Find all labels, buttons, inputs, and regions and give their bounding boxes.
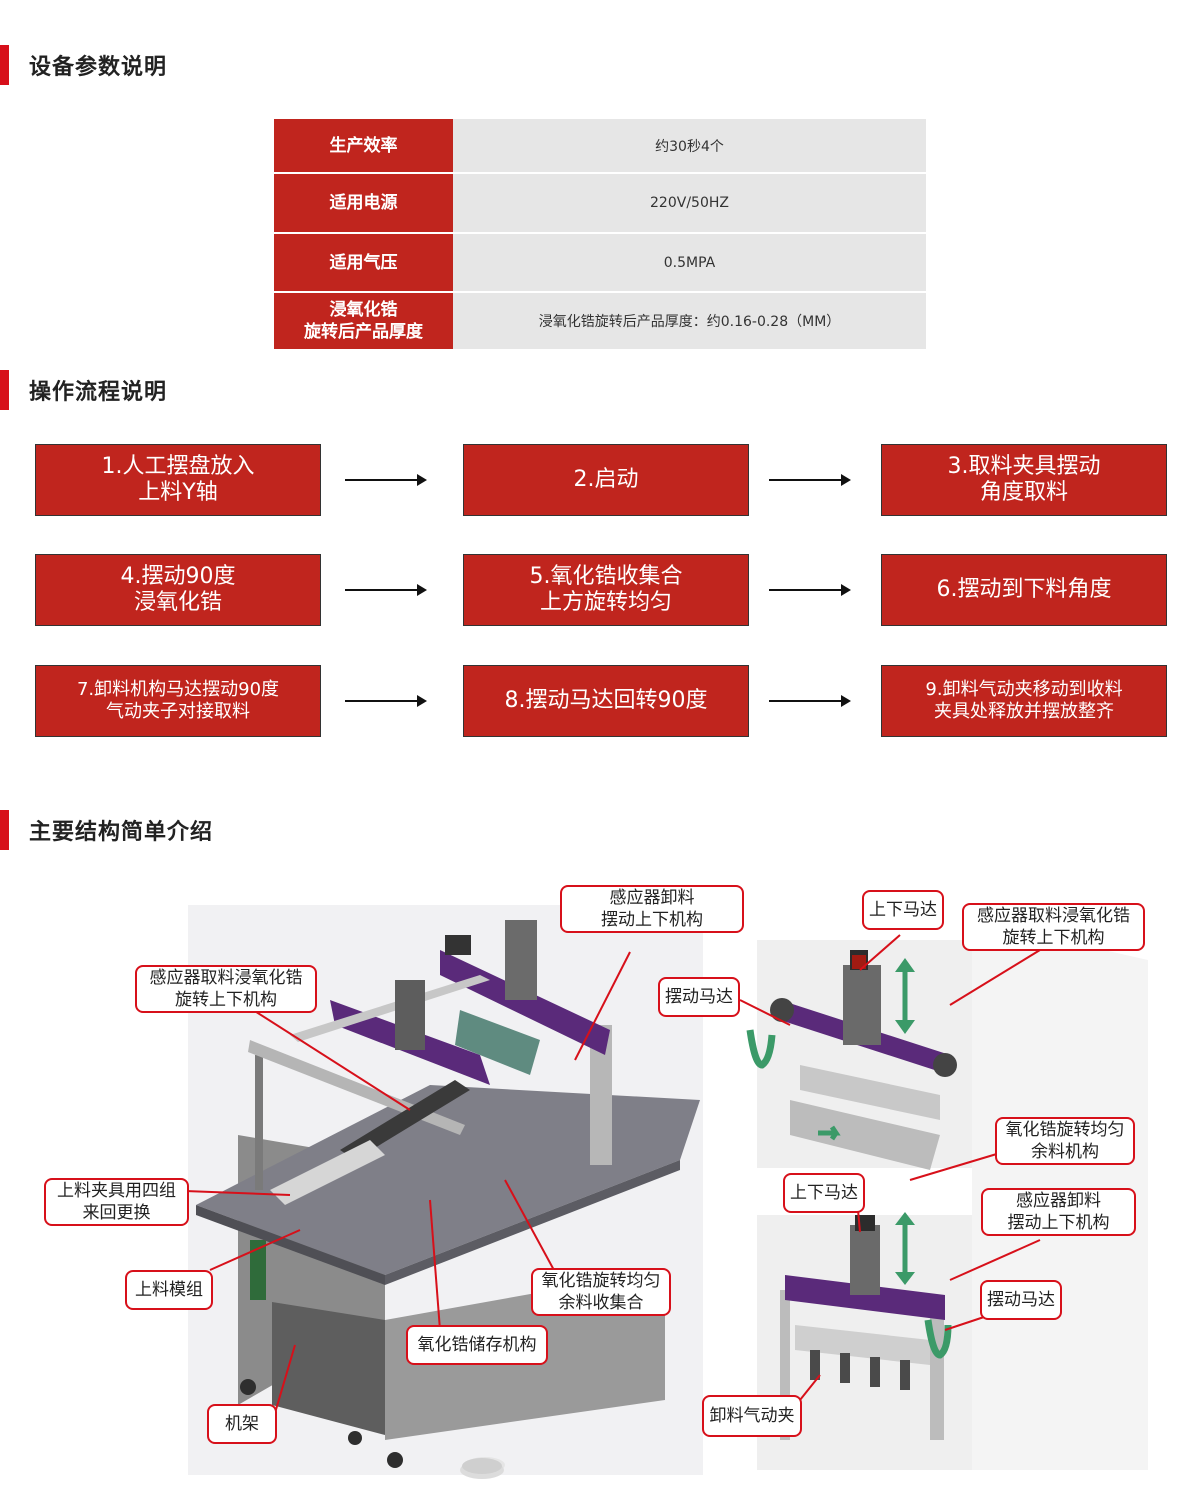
flow-step-5: 5.氧化锆收集合 上方旋转均匀: [463, 554, 749, 626]
spec-value: 0.5MPA: [453, 234, 926, 291]
section-title-text: 主要结构简单介绍: [29, 820, 214, 845]
flow-step-4: 4.摆动90度 浸氧化锆: [35, 554, 321, 626]
spec-row: 适用气压 0.5MPA: [274, 234, 926, 291]
flow-step-7: 7.卸料机构马达摆动90度 气动夹子对接取料: [35, 665, 321, 737]
flow-step-6: 6.摆动到下料角度: [881, 554, 1167, 626]
spec-key: 生产效率: [274, 119, 453, 172]
arrow-right-icon: [769, 695, 851, 707]
callout-r-zirconia-rotate: 氧化锆旋转均匀 余料机构: [995, 1117, 1135, 1165]
section-title-text: 操作流程说明: [29, 380, 168, 405]
callout-r-swing-motor: 摆动马达: [658, 977, 740, 1017]
callout-r-updown-motor: 上下马达: [862, 890, 944, 930]
callout-sensor-pick-dip: 感应器取料浸氧化锆 旋转上下机构: [135, 965, 317, 1013]
flow-step-2: 2.启动: [463, 444, 749, 516]
spec-value: 约30秒4个: [453, 119, 926, 172]
arrow-right-icon: [769, 584, 851, 596]
callout-r-sensor-pick-dip: 感应器取料浸氧化锆 旋转上下机构: [962, 903, 1145, 951]
spec-row: 生产效率 约30秒4个: [274, 119, 926, 172]
callout-r2-unload-clamp: 卸料气动夹: [702, 1395, 802, 1437]
spec-key: 浸氧化锆 旋转后产品厚度: [274, 293, 453, 349]
spec-key: 适用气压: [274, 234, 453, 291]
section-marker: [0, 370, 9, 410]
machine-illustration: [184, 905, 1148, 1479]
callout-load-fixture: 上料夹具用四组 来回更换: [44, 1178, 189, 1226]
callout-load-module: 上料模组: [125, 1270, 213, 1310]
spec-row: 浸氧化锆 旋转后产品厚度 浸氧化锆旋转后产品厚度：约0.16-0.28（MM）: [274, 293, 926, 349]
section-title-text: 设备参数说明: [29, 55, 168, 80]
section-marker: [0, 810, 9, 850]
section-title-structure: 主要结构简单介绍: [0, 810, 213, 850]
section-marker: [0, 45, 9, 85]
spec-key: 适用电源: [274, 174, 453, 232]
spec-table: 生产效率 约30秒4个 适用电源 220V/50HZ 适用气压 0.5MPA 浸…: [274, 119, 926, 349]
flow-step-3: 3.取料夹具摆动 角度取料: [881, 444, 1167, 516]
callout-sensor-unload-swing: 感应器卸料 摆动上下机构: [560, 885, 744, 933]
spec-row: 适用电源 220V/50HZ: [274, 174, 926, 232]
flow-step-1: 1.人工摆盘放入 上料Y轴: [35, 444, 321, 516]
arrow-right-icon: [345, 584, 427, 596]
callout-zirconia-storage: 氧化锆储存机构: [406, 1325, 548, 1365]
arrow-right-icon: [769, 474, 851, 486]
spec-value: 220V/50HZ: [453, 174, 926, 232]
flow-step-9: 9.卸料气动夹移动到收料 夹具处释放并摆放整齐: [881, 665, 1167, 737]
arrow-right-icon: [345, 695, 427, 707]
section-title-params: 设备参数说明: [0, 45, 167, 85]
flow-step-8: 8.摆动马达回转90度: [463, 665, 749, 737]
callout-r2-sensor-unload: 感应器卸料 摆动上下机构: [981, 1188, 1136, 1236]
callout-frame: 机架: [207, 1404, 277, 1444]
callout-r2-swing-motor: 摆动马达: [980, 1280, 1062, 1320]
arrow-right-icon: [345, 474, 427, 486]
callout-zirconia-collect: 氧化锆旋转均匀 余料收集合: [531, 1268, 671, 1316]
section-title-flow: 操作流程说明: [0, 370, 167, 410]
callout-r2-updown-motor: 上下马达: [783, 1173, 865, 1213]
spec-value: 浸氧化锆旋转后产品厚度：约0.16-0.28（MM）: [453, 293, 926, 349]
